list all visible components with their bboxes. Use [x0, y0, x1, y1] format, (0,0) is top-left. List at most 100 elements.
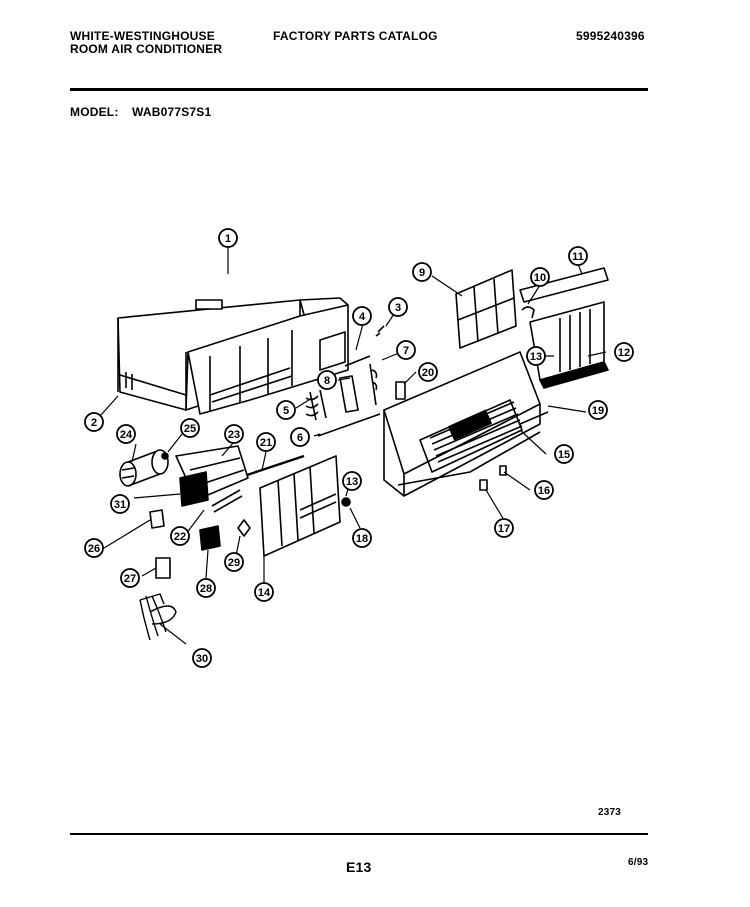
bar-part: [243, 454, 305, 478]
clip-part: [395, 381, 406, 400]
callout-29: 29: [224, 552, 244, 572]
catalog-title: FACTORY PARTS CATALOG: [273, 29, 438, 43]
callout-30-label: 30: [196, 653, 208, 665]
grommet-part: [341, 497, 351, 507]
callout-9-label: 9: [419, 267, 425, 279]
header-divider: [70, 88, 648, 91]
callout-24-label: 24: [120, 429, 133, 441]
callout-27-label: 27: [124, 573, 136, 585]
callout-2-label: 2: [91, 417, 97, 429]
callout-14: 14: [254, 582, 274, 602]
callout-12-label: 12: [618, 347, 630, 359]
callout-11-label: 11: [572, 251, 584, 263]
callout-29-label: 29: [228, 557, 240, 569]
filter-clip-part: [521, 306, 535, 319]
callout-15: 15: [554, 444, 574, 464]
knob-part: [237, 519, 251, 537]
callout-2: 2: [84, 412, 104, 432]
callout-19: 19: [588, 400, 608, 420]
callout-20-label: 20: [422, 367, 434, 379]
brand-line-1: WHITE-WESTINGHOUSE: [70, 29, 215, 43]
callout-1: 1: [218, 228, 238, 248]
callout-22-label: 22: [174, 531, 186, 543]
callout-13-upper: 13: [526, 346, 546, 366]
date-code: 6/93: [628, 857, 649, 868]
callout-6: 6: [290, 427, 310, 447]
callout-12: 12: [614, 342, 634, 362]
fastener-part: [499, 465, 507, 476]
callout-9: 9: [412, 262, 432, 282]
lower-rail-part: [519, 411, 549, 425]
callout-3: 3: [388, 297, 408, 317]
callout-15-label: 15: [558, 449, 570, 461]
callout-3-label: 3: [395, 302, 401, 314]
model-label: MODEL:: [70, 105, 119, 119]
callout-20: 20: [418, 362, 438, 382]
callout-23: 23: [224, 424, 244, 444]
callout-26: 26: [84, 538, 104, 558]
callout-30: 30: [192, 648, 212, 668]
callout-19-label: 19: [592, 405, 604, 417]
drawing-number: 2373: [598, 807, 622, 818]
callout-31-label: 31: [114, 499, 126, 511]
top-rail-part: [519, 267, 609, 303]
screw-part: [375, 325, 385, 337]
callout-18-label: 18: [356, 533, 368, 545]
callout-22: 22: [170, 526, 190, 546]
air-filter-part: [455, 269, 517, 349]
callout-1-label: 1: [225, 233, 231, 245]
switch-part: [149, 509, 165, 529]
callout-8-label: 8: [324, 375, 330, 387]
callout-10-label: 10: [534, 272, 546, 284]
catalog-number: 5995240396: [576, 29, 645, 43]
side-panel-part: [259, 455, 341, 557]
callout-13-upper-label: 13: [530, 351, 542, 363]
callout-5: 5: [276, 400, 296, 420]
callout-7-label: 7: [403, 345, 409, 357]
bracket-part: [305, 355, 378, 421]
rod-part: [317, 413, 381, 437]
callout-28: 28: [196, 578, 216, 598]
side-louver-part: [529, 301, 609, 389]
callout-21-label: 21: [260, 437, 272, 449]
footer-divider: [70, 833, 648, 835]
callout-26-label: 26: [88, 543, 100, 555]
callout-13-lower-label: 13: [346, 476, 358, 488]
callout-24: 24: [116, 424, 136, 444]
callout-10: 10: [530, 267, 550, 287]
callout-17: 17: [494, 518, 514, 538]
callout-11: 11: [568, 246, 588, 266]
relay-part: [199, 525, 221, 551]
callout-28-label: 28: [200, 583, 212, 595]
callout-14-label: 14: [258, 587, 271, 599]
callout-16: 16: [534, 480, 554, 500]
base-pan-part: [187, 297, 349, 415]
callout-4-label: 4: [359, 311, 366, 323]
callout-17-label: 17: [498, 523, 510, 535]
callout-4: 4: [352, 306, 372, 326]
front-grille-part: [383, 351, 541, 497]
callout-31: 31: [110, 494, 130, 514]
model-number: WAB077S7S1: [132, 105, 212, 119]
callout-7: 7: [396, 340, 416, 360]
callout-16-label: 16: [538, 485, 550, 497]
callout-25-label: 25: [184, 423, 196, 435]
callout-25: 25: [180, 418, 200, 438]
thermostat-part: [155, 557, 171, 579]
nut-part: [161, 452, 169, 460]
wiring-harness-part: [139, 593, 177, 641]
capacitor-part: [119, 449, 169, 487]
page-code: E13: [346, 859, 372, 875]
fastener-part-2: [479, 479, 488, 491]
shaft-part: [211, 489, 243, 513]
brand-line-2: ROOM AIR CONDITIONER: [70, 42, 223, 56]
callout-21: 21: [256, 432, 276, 452]
leader-lines: [99, 246, 607, 645]
callout-18: 18: [352, 528, 372, 548]
callout-8: 8: [317, 370, 337, 390]
callout-5-label: 5: [283, 405, 289, 417]
callout-23-label: 23: [228, 429, 240, 441]
callout-13-lower: 13: [342, 471, 362, 491]
